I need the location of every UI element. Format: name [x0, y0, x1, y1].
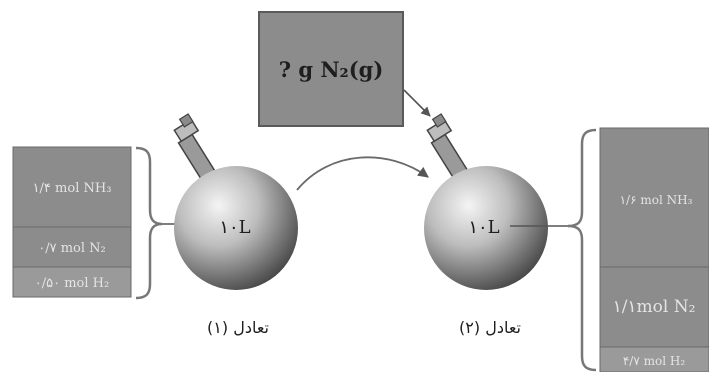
- flask-1-valve: [173, 113, 219, 185]
- composition-label-h2: ۰/۵۰ mol H₂: [35, 276, 109, 291]
- composition-box-h2: [12, 266, 132, 298]
- transition-arrow: [296, 156, 429, 191]
- flask-1-bracket: [135, 146, 163, 300]
- flask-1-composition: ۱/۴ mol NH₃ ۰/۷ mol N₂ ۰/۵۰ mol H₂: [12, 146, 132, 298]
- flask-2-valve: [426, 113, 472, 185]
- flask-2-volume: ۱۰L: [468, 217, 499, 238]
- composition-label-n2: ۱/۱mol N₂: [613, 297, 696, 317]
- add-nitrogen-arrow: [403, 89, 431, 117]
- composition-label-h2: ۴/۷ mol H₂: [623, 354, 685, 368]
- composition-box-nh3: [599, 127, 709, 268]
- composition-label-nh3: ۱/۴ mol NH₃: [33, 181, 112, 196]
- flask-2-composition: ۱/۶ mol NH₃ ۱/۱mol N₂ ۴/۷ mol H₂: [599, 127, 709, 372]
- flask-2-bracket: [567, 128, 597, 372]
- flask-1: ۱۰L: [173, 113, 298, 290]
- composition-box-h2: [599, 346, 709, 372]
- composition-label-nh3: ۱/۶ mol NH₃: [620, 193, 693, 207]
- flask-1-caption: تعادل (۱): [207, 318, 269, 337]
- question-text: ? g N₂(g): [279, 57, 384, 82]
- composition-box-nh3: [12, 146, 132, 228]
- question-box: [258, 11, 404, 127]
- flask-2-sphere: [424, 166, 548, 290]
- composition-box-n2: [12, 226, 132, 268]
- flask-1-volume: ۱۰L: [219, 217, 250, 238]
- flask-1-sphere: [174, 166, 298, 290]
- composition-label-n2: ۰/۷ mol N₂: [38, 241, 106, 256]
- flask-2: ۱۰L: [424, 113, 548, 290]
- flask-2-caption: تعادل (۲): [459, 318, 521, 337]
